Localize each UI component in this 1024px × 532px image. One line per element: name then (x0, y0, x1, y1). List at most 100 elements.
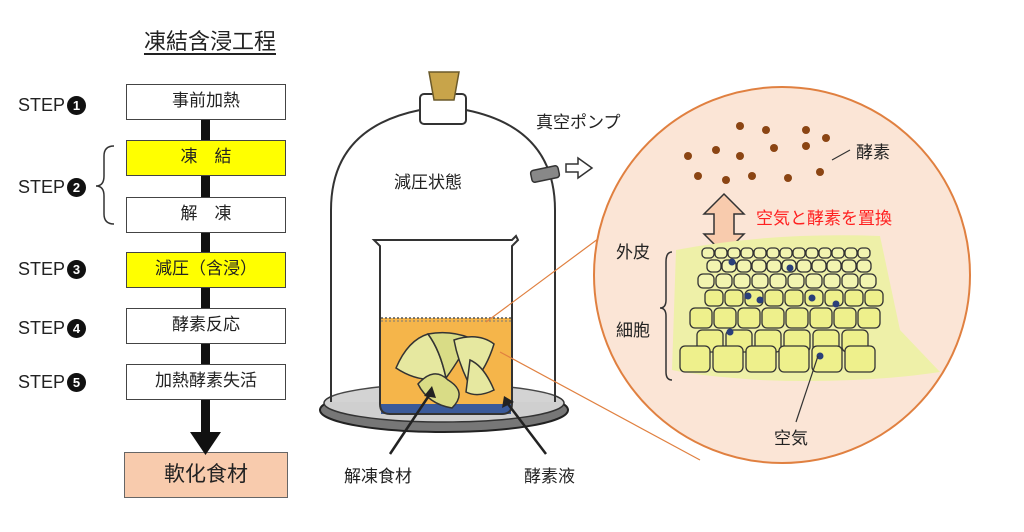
cell (787, 273, 805, 289)
cell (785, 307, 809, 329)
enzyme-dots (684, 122, 830, 184)
cell (689, 307, 713, 329)
cell (805, 247, 819, 259)
cell (745, 345, 777, 373)
zoom-line-bottom (499, 351, 701, 461)
cell (811, 259, 827, 273)
beaker (371, 234, 520, 415)
cell (826, 259, 842, 273)
cell (751, 273, 769, 289)
cell (761, 307, 785, 329)
air-pocket (786, 264, 794, 272)
air-pocket (744, 292, 752, 300)
cell (697, 273, 715, 289)
vacuum-tube (529, 165, 561, 183)
cell (701, 247, 715, 259)
cell (713, 307, 737, 329)
down-arrow-icon (190, 432, 221, 455)
cell (706, 259, 722, 273)
vacuum-pump-arrow-icon (565, 156, 594, 180)
step-4-number: 4 (67, 319, 87, 338)
air-pocket (832, 300, 840, 308)
reduced-pressure-label: 減圧状態 (394, 173, 462, 193)
cell (737, 307, 761, 329)
step-box-freeze: 凍 結 (126, 140, 286, 176)
cell (727, 247, 741, 259)
air-pocket (726, 328, 734, 336)
cell (736, 259, 752, 273)
step-box-enzyme-reaction: 酵素反応 (126, 308, 286, 344)
jar-stopper (428, 71, 460, 101)
replace-label: 空気と酵素を置換 (756, 209, 892, 229)
cell (724, 289, 744, 307)
cell (778, 345, 810, 373)
cell (844, 345, 876, 373)
enzyme-solution-pointer (507, 403, 547, 455)
cell (811, 345, 843, 373)
air-pocket (728, 258, 736, 266)
cell (841, 273, 859, 289)
air-pocket (816, 352, 824, 360)
cell (857, 307, 881, 329)
cell-brace (659, 251, 673, 381)
step-box-decompress: 減圧（含浸） (126, 252, 286, 288)
cell (831, 247, 845, 259)
cell (714, 247, 728, 259)
enzyme-label: 酵素 (856, 143, 890, 163)
cell (769, 273, 787, 289)
step-2-bracket (95, 145, 115, 225)
cell (833, 307, 857, 329)
cell (844, 247, 858, 259)
final-box-softened-food: 軟化食材 (124, 452, 288, 498)
cell (704, 289, 724, 307)
enzyme-solution-label: 酵素液 (524, 467, 575, 487)
cell (751, 259, 767, 273)
air-label: 空気 (774, 429, 808, 449)
cell (784, 289, 804, 307)
cell (679, 345, 711, 373)
cell (712, 345, 744, 373)
air-pointer (795, 355, 819, 423)
step-box-thaw: 解 凍 (126, 197, 286, 233)
diagram-title: 凍結含浸工程 (143, 30, 276, 55)
cell (859, 273, 877, 289)
cell (796, 259, 812, 273)
cell (818, 247, 832, 259)
cells-label: 細胞 (616, 321, 650, 341)
cell (753, 247, 767, 259)
cell (779, 247, 793, 259)
air-pocket (808, 294, 816, 302)
step-3-number: 3 (67, 260, 87, 279)
cell (766, 247, 780, 259)
air-pocket (756, 296, 764, 304)
cell (766, 259, 782, 273)
cell (740, 247, 754, 259)
cell (733, 273, 751, 289)
vacuum-pump-label: 真空ポンプ (536, 113, 621, 133)
step-1-number: 1 (67, 96, 87, 115)
cell (792, 247, 806, 259)
cell (864, 289, 884, 307)
thawed-food-pointer (388, 393, 432, 455)
cell-layer (679, 247, 884, 373)
cell (764, 289, 784, 307)
cell (844, 289, 864, 307)
step-box-inactivation: 加熱酵素失活 (126, 364, 286, 400)
cell (841, 259, 857, 273)
cell (856, 259, 872, 273)
cell (809, 307, 833, 329)
cell (857, 247, 871, 259)
cell (715, 273, 733, 289)
step-box-preheat: 事前加熱 (126, 84, 286, 120)
outer-skin-label: 外皮 (616, 243, 650, 263)
cell (805, 273, 823, 289)
step-5-number: 5 (67, 373, 87, 392)
cell (823, 273, 841, 289)
thawed-food-label: 解凍食材 (344, 467, 412, 487)
step-2-number: 2 (67, 178, 87, 197)
